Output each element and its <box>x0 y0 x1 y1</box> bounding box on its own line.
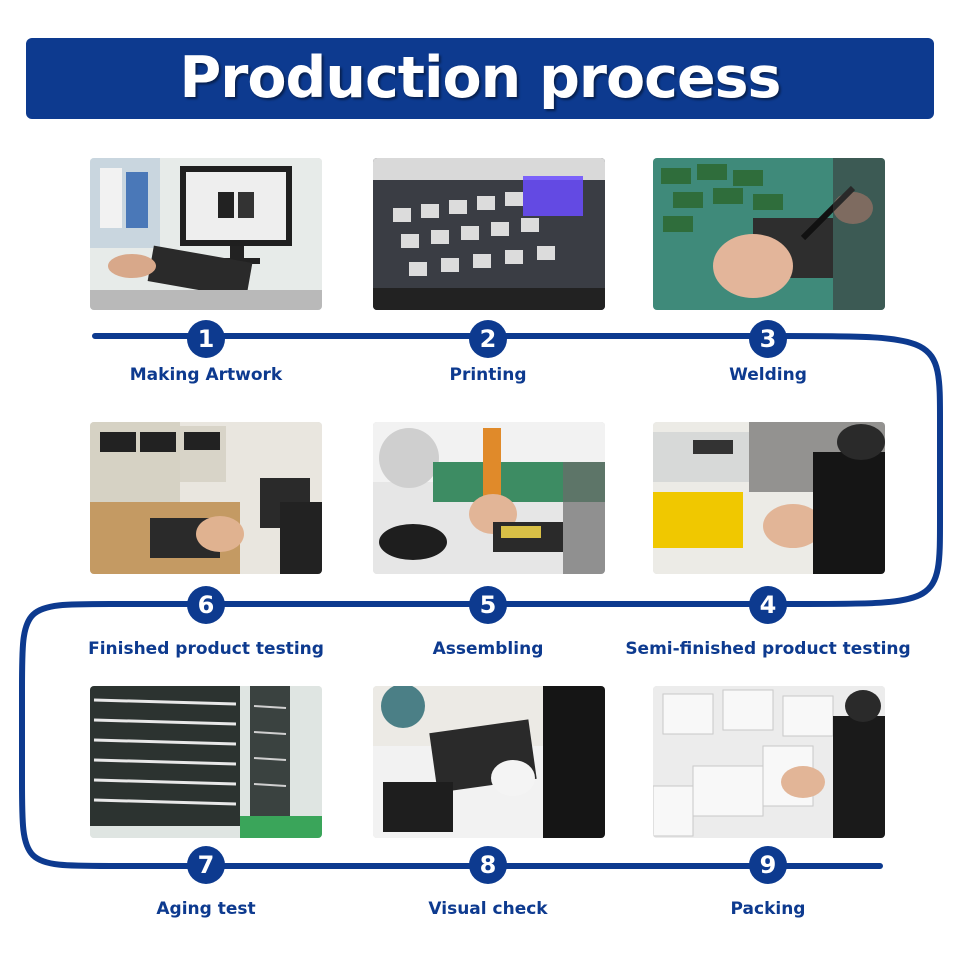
step-1-label: Making Artwork <box>129 365 283 385</box>
step-6-badge: 6 <box>187 586 225 624</box>
photo-assembling <box>373 422 605 574</box>
photo-packing <box>653 686 885 838</box>
flow-path <box>19 333 943 869</box>
step-2-label: Printing <box>449 365 527 385</box>
step-3-badge: 3 <box>749 320 787 358</box>
computer-workstation-image <box>90 158 322 310</box>
step-9-badge: 9 <box>749 846 787 884</box>
step-4-badge: 4 <box>749 586 787 624</box>
step-9-label: Packing <box>730 899 806 919</box>
instrument-testing-image <box>653 422 885 574</box>
photo-making-artwork <box>90 158 322 310</box>
photo-finished-product-testing <box>90 422 322 574</box>
screwdriver-assembly-image <box>373 422 605 574</box>
step-7-label: Aging test <box>156 899 256 919</box>
step-8-badge: 8 <box>469 846 507 884</box>
photo-visual-check <box>373 686 605 838</box>
page-title: Production process <box>179 45 782 111</box>
power-supply-image <box>90 422 322 574</box>
soldering-image <box>653 158 885 310</box>
step-3-label: Welding <box>729 365 807 385</box>
photo-semi-finished-product-testing <box>653 422 885 574</box>
uv-printer-image <box>373 158 605 310</box>
aging-racks-image <box>90 686 322 838</box>
step-2-badge: 2 <box>469 320 507 358</box>
photo-printing <box>373 158 605 310</box>
title-banner: Production process <box>26 38 934 119</box>
step-4-label: Semi-finished product testing <box>625 639 911 659</box>
photo-aging-test <box>90 686 322 838</box>
photo-welding <box>653 158 885 310</box>
step-8-label: Visual check <box>428 899 548 919</box>
step-6-label: Finished product testing <box>88 639 324 659</box>
inspection-image <box>373 686 605 838</box>
step-5-label: Assembling <box>432 639 544 659</box>
packing-image <box>653 686 885 838</box>
step-5-badge: 5 <box>469 586 507 624</box>
step-7-badge: 7 <box>187 846 225 884</box>
step-1-badge: 1 <box>187 320 225 358</box>
